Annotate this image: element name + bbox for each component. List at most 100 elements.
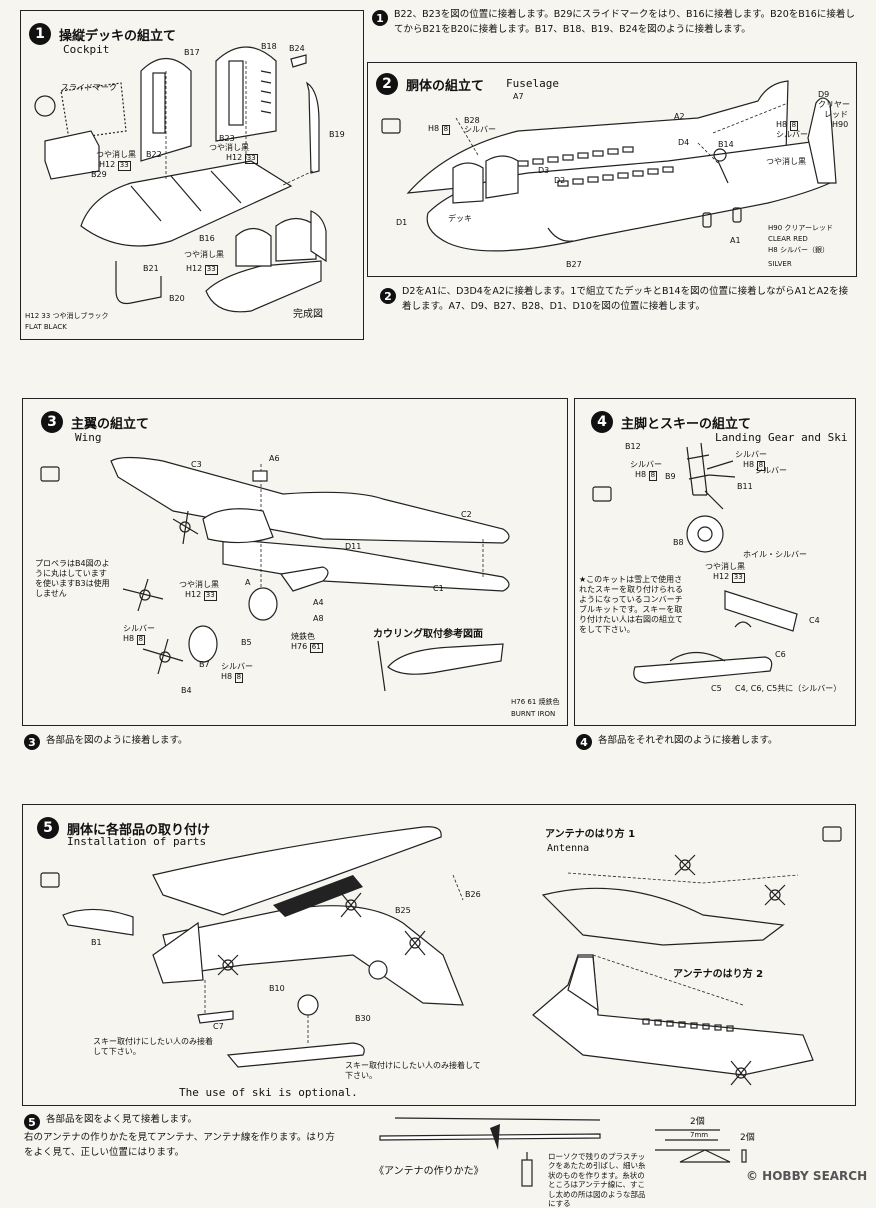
installation-diagram (40, 826, 842, 1086)
label-matte-black-c: つや消し黒 (184, 250, 224, 259)
label-h12-a: H12 33 (99, 160, 131, 171)
label-b20: B20 (169, 294, 185, 303)
label-b10: B10 (269, 984, 285, 993)
step4-instruction: 各部品をそれぞれ図のように接着します。 (598, 735, 778, 746)
step3-instruction: 各部品を図のように接着します。 (46, 735, 188, 746)
label-b5: B5 (241, 638, 252, 647)
label-h12-b: H12 33 (226, 153, 258, 164)
label-h8-a: H8 8 (743, 460, 766, 471)
paint-key-en: BURNT IRON (511, 710, 556, 718)
label-c5: C5 (711, 684, 722, 693)
label-d3: D3 (538, 166, 550, 175)
label-b7: B7 (199, 660, 210, 669)
label-b23: B23 (219, 134, 235, 143)
step2-subtitle: Fuselage (506, 77, 559, 90)
step1-number: 1 (29, 23, 51, 45)
label-d11: D11 (345, 542, 362, 551)
label-b12: B12 (625, 442, 641, 451)
step1-panel: 1 操縦デッキの組立て Cockpit B17 B18 B24 B19 スライド… (20, 10, 364, 340)
wing-diagram (40, 456, 510, 692)
step2-instruction-number: 2 (380, 288, 396, 304)
label-h8-b: H8 8 (635, 470, 658, 481)
cockpit-diagram (34, 46, 327, 313)
label-a6: A6 (269, 454, 280, 463)
label-h12: H12 33 (713, 572, 745, 583)
label-a8: A8 (313, 614, 324, 623)
label-c-silver: C4, C6, C5共に（シルバー） (735, 684, 842, 693)
label-wheel-silver: ホイル・シルバー (743, 550, 807, 559)
ski-note-b: スキー取付けにしたい人のみ接着して下さい。 (345, 1061, 481, 1080)
landing-gear-diagram (592, 442, 798, 684)
label-h8-c: H8 シルバー（銀） (768, 246, 829, 254)
step2-instruction: D2をA1に、D3D4をA2に接着します。1で組立てたデッキとB14を図の位置に… (402, 286, 849, 313)
label-a7: A7 (513, 92, 524, 101)
label-b4: B4 (181, 686, 192, 695)
step4-number: 4 (591, 411, 613, 433)
label-c4: C4 (809, 616, 820, 625)
paint-key-en: FLAT BLACK (25, 323, 67, 331)
step3-title: 主翼の組立て (71, 417, 150, 432)
label-c1: C1 (433, 584, 444, 593)
label-d1: D1 (396, 218, 408, 227)
step5-subtitle: Installation of parts (67, 835, 207, 848)
step1-title: 操縦デッキの組立て (59, 29, 177, 44)
label-b11: B11 (737, 482, 753, 491)
step3-instruction-number: 3 (24, 734, 40, 750)
label-burnt-iron: 焼鉄色 (291, 632, 315, 641)
label-h8-b: H8 8 (776, 120, 799, 131)
label-b16: B16 (199, 234, 215, 243)
label-b14: B14 (718, 140, 734, 149)
label-b28: B28 (464, 116, 480, 125)
label-slide-mark: スライドマーク (61, 83, 117, 92)
label-b17: B17 (184, 48, 200, 57)
label-b18: B18 (261, 42, 277, 51)
label-red: レッド (824, 110, 848, 119)
two-pieces-a: 2個 (690, 1117, 705, 1127)
step5-instruction: 各部品を図をよく見て接着します。 (46, 1114, 198, 1125)
label-b19: B19 (329, 130, 345, 139)
two-pieces-b: 2個 (740, 1133, 755, 1143)
label-b27: B27 (566, 260, 582, 269)
label-a2: A2 (674, 112, 685, 121)
label-d9: D9 (818, 90, 830, 99)
label-clear-red: クリヤー (818, 100, 850, 109)
label-matte-black-b: つや消し黒 (209, 143, 249, 152)
antenna1-title: アンテナのはり方 1 (545, 829, 636, 840)
paint-key-jp: H12 33 つや消しブラック (25, 312, 109, 320)
label-h8-b: H8 8 (221, 672, 244, 683)
label-h12: H12 33 (185, 590, 217, 601)
label-h12-c: H12 33 (186, 264, 218, 275)
label-silver-a: シルバー (123, 624, 155, 633)
step1-subtitle: Cockpit (63, 43, 110, 56)
step5-panel: 5 胴体に各部品の取り付け Installation of parts (22, 804, 856, 1106)
seven-mm: 7mm (690, 1131, 709, 1139)
fuselage-diagram (381, 80, 837, 252)
antenna1-subtitle: Antenna (547, 843, 590, 854)
label-clear-red-en: CLEAR RED (768, 235, 808, 243)
label-b21: B21 (143, 264, 159, 273)
label-a1: A1 (730, 236, 741, 245)
paint-key-jp: H76 61 焼鉄色 (511, 698, 560, 706)
label-deck: デッキ (448, 214, 472, 223)
watermark: © HOBBY SEARCH (746, 1169, 868, 1183)
label-c3: C3 (191, 460, 202, 469)
label-d2: D2 (554, 176, 566, 185)
label-silver-c: シルバー (755, 466, 787, 475)
step5-number: 5 (37, 817, 59, 839)
label-h90-b: H90 クリアーレッド (768, 224, 833, 232)
label-cowling-ref: カウリング取付参考図面 (373, 629, 483, 640)
label-c6: C6 (775, 650, 786, 659)
label-b9: B9 (665, 472, 676, 481)
step3-number: 3 (41, 411, 63, 433)
step2-title: 胴体の組立て (406, 79, 485, 94)
label-silver-b: シルバー (630, 460, 662, 469)
label-silver-b: シルバー (776, 130, 808, 139)
step4-panel: 4 主脚とスキーの組立て Landing Gear and Ski B12 シル… (574, 398, 856, 726)
step5-title: 胴体に各部品の取り付け (67, 823, 211, 838)
label-b26: B26 (465, 890, 481, 899)
ski-note-a: スキー取付けにしたい人のみ接着して下さい。 (93, 1037, 213, 1056)
step5-instruction-number: 5 (24, 1114, 40, 1130)
prop-note: プロペラはB4図のように丸はしていますを使いますB3は使用しません (35, 559, 110, 598)
label-matte-black-a: つや消し黒 (96, 150, 136, 159)
